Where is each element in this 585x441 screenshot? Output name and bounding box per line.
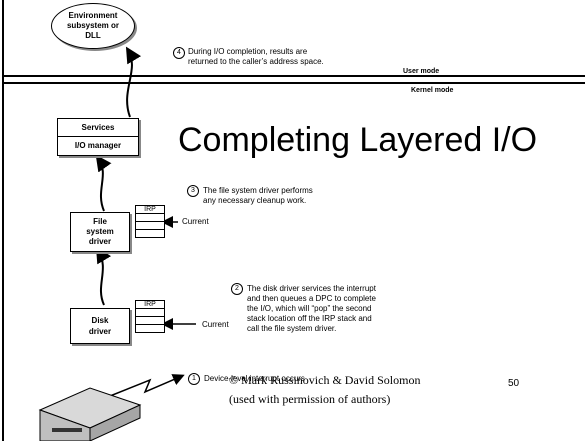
step-2-line-2: and then queues a DPC to complete xyxy=(247,294,376,303)
step-3-marker: 3 xyxy=(187,185,199,197)
copyright-footer: © Mark Russinovich & David Solomon (used… xyxy=(229,371,420,409)
step-3-text: The file system driver performs any nece… xyxy=(203,186,313,206)
io-manager-label: I/O manager xyxy=(74,141,122,150)
step-2-line-1: The disk driver services the interrupt xyxy=(247,284,376,293)
step-2-text: The disk driver services the interrupt a… xyxy=(247,284,376,334)
environment-label-3: DLL xyxy=(85,31,101,40)
step-1-marker: 1 xyxy=(188,373,200,385)
step-4-line-2: returned to the caller’s address space. xyxy=(188,57,324,66)
step-2-line-5: call the file system driver. xyxy=(247,324,337,333)
step-2-marker: 2 xyxy=(231,283,243,295)
disk-device-icon xyxy=(38,387,142,441)
slide-title: Completing Layered I/O xyxy=(178,121,538,159)
step-3-line-2: any necessary cleanup work. xyxy=(203,196,307,205)
step-4-marker: 4 xyxy=(173,47,185,59)
irp-label-lower: IRP xyxy=(136,301,164,309)
disk-driver-box: Disk driver xyxy=(70,308,130,344)
interrupt-arrow xyxy=(104,374,185,399)
step-2-line-4: stack location off the IRP stack and xyxy=(247,314,372,323)
kernel-mode-label: Kernel mode xyxy=(411,87,454,94)
environment-node: Environment subsystem or DLL xyxy=(51,3,135,49)
fs-label-1: File xyxy=(93,217,107,226)
disk-label-2: driver xyxy=(88,327,112,336)
user-mode-label: User mode xyxy=(403,68,440,75)
fs-label-2: system xyxy=(86,227,114,236)
disk-label-1: Disk xyxy=(91,316,109,325)
environment-label-2: subsystem or xyxy=(66,21,120,30)
services-io-manager-box: Services I/O manager xyxy=(57,118,139,156)
irp-label-upper: IRP xyxy=(136,206,164,214)
services-label: Services xyxy=(58,119,138,137)
environment-label-1: Environment xyxy=(68,11,118,20)
arrow-services-to-env xyxy=(125,46,142,118)
footer-line-2: (used with permission of authors) xyxy=(229,392,391,406)
current-label-lower: Current xyxy=(202,320,229,329)
irp-stack-lower: IRP xyxy=(135,300,165,333)
step-3-line-1: The file system driver performs xyxy=(203,186,313,195)
page-number: 50 xyxy=(508,378,520,389)
step-1-text: Device-level interrupt occurs xyxy=(204,374,305,383)
step-4-text: During I/O completion, results are retur… xyxy=(188,47,324,67)
arrow-disk-to-fs xyxy=(95,246,112,306)
arrow-fs-to-services xyxy=(95,154,112,212)
irp-stack-upper: IRP xyxy=(135,205,165,238)
footer-line-1: © Mark Russinovich & David Solomon xyxy=(229,373,421,387)
step-2-line-3: the I/O, which will “pop” the second xyxy=(247,304,372,313)
step-4-line-1: During I/O completion, results are xyxy=(188,47,308,56)
file-system-driver-box: File system driver xyxy=(70,212,130,252)
current-label-upper: Current xyxy=(182,217,209,226)
fs-label-3: driver xyxy=(88,237,112,246)
